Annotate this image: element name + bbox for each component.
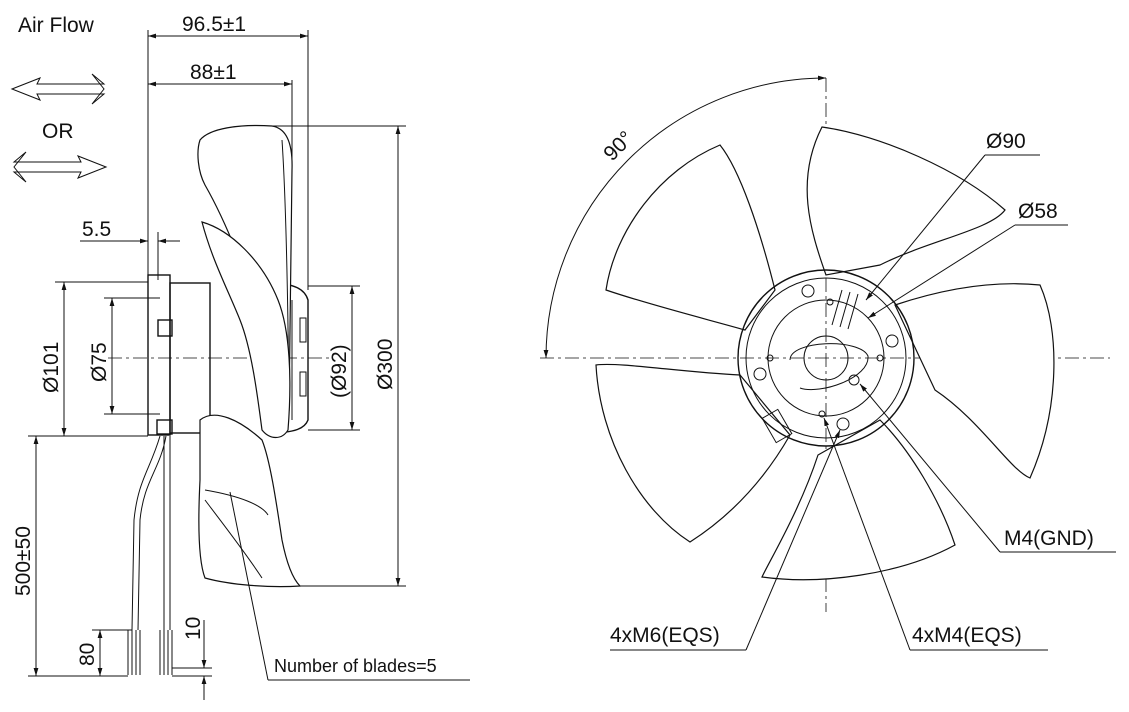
dia-inner-holes: Ø58 bbox=[1018, 200, 1058, 223]
hub-outer bbox=[737, 269, 915, 447]
dim-cable-length: 500±50 bbox=[12, 526, 35, 596]
motor-body bbox=[169, 282, 211, 434]
front-blade bbox=[605, 144, 776, 331]
front-blade bbox=[894, 283, 1055, 479]
hole-m6 bbox=[801, 284, 815, 298]
side-blade-lower bbox=[198, 414, 302, 588]
airflow-or-text: OR bbox=[42, 120, 74, 143]
hub-slot-lower bbox=[299, 371, 307, 397]
cable-wire-2 bbox=[137, 435, 167, 631]
hole-m4 bbox=[818, 410, 826, 418]
leader-dia-outer bbox=[865, 154, 986, 301]
holes-m6-label: 4xM6(EQS) bbox=[610, 624, 720, 647]
front-blades bbox=[595, 126, 1055, 581]
front-cable-gland bbox=[761, 408, 793, 444]
angle-arc bbox=[543, 75, 827, 359]
wire-ends bbox=[127, 630, 173, 675]
front-view: 90° Ø90 Ø58 M4(GND) 4xM6(EQS) 4xM4(EQS) bbox=[540, 75, 1116, 651]
dim-strip-length: 80 bbox=[76, 643, 99, 666]
front-blade bbox=[595, 363, 791, 543]
leader-m4 bbox=[823, 417, 911, 651]
ground-screw-label: M4(GND) bbox=[1004, 527, 1094, 550]
dim-flange-dia: Ø75 bbox=[88, 342, 111, 382]
airflow-arrow-left-icon bbox=[10, 73, 106, 105]
hole-m6 bbox=[885, 334, 899, 348]
dim-wire-strip: 10 bbox=[182, 617, 205, 640]
airflow-title: Air Flow bbox=[18, 14, 95, 37]
airflow-arrow-right-icon bbox=[12, 151, 108, 183]
leader-dia-inner bbox=[867, 224, 1016, 319]
hole-m6 bbox=[753, 367, 767, 381]
dim-offset: 5.5 bbox=[82, 218, 111, 241]
cable-gland bbox=[156, 419, 173, 435]
hub-ribs bbox=[831, 289, 859, 330]
dim-motor-dia: Ø101 bbox=[40, 342, 63, 393]
motor-connector bbox=[157, 319, 173, 337]
angle-label: 90° bbox=[599, 127, 638, 166]
motor-rear-plate bbox=[147, 274, 171, 436]
dia-outer-holes: Ø90 bbox=[986, 130, 1026, 153]
leader-ground bbox=[859, 383, 1001, 553]
side-blade-middle bbox=[201, 221, 291, 439]
hub-center bbox=[803, 335, 849, 381]
hole-m4 bbox=[826, 298, 834, 306]
dim-shroud-dia: (Ø92) bbox=[328, 344, 351, 398]
side-view: 96.5±1 88±1 5.5 Ø101 Ø75 (Ø92) Ø300 bbox=[12, 13, 470, 700]
hole-m4 bbox=[876, 354, 884, 362]
side-blade-lower-edge bbox=[204, 499, 263, 579]
side-blade-lower-fold bbox=[204, 489, 269, 516]
cable-wire-1 bbox=[131, 435, 161, 631]
hub-inner-ring bbox=[767, 299, 885, 417]
front-blade bbox=[806, 126, 1006, 276]
front-blade bbox=[761, 419, 956, 581]
airflow-legend: Air Flow OR bbox=[10, 14, 108, 183]
leader-m6 bbox=[745, 429, 841, 651]
hub-slot-upper bbox=[299, 317, 307, 343]
blades-note: Number of blades=5 bbox=[274, 656, 437, 676]
dim-fan-dia: Ø300 bbox=[374, 339, 397, 390]
ground-screw bbox=[848, 374, 860, 386]
holes-m4-label: 4xM4(EQS) bbox=[912, 624, 1022, 647]
hub-cable-channel bbox=[789, 343, 869, 390]
hole-m6 bbox=[836, 417, 850, 431]
dim-blade-depth: 88±1 bbox=[190, 61, 237, 84]
hub-rim bbox=[745, 277, 907, 439]
dim-overall-depth: 96.5±1 bbox=[182, 13, 246, 36]
